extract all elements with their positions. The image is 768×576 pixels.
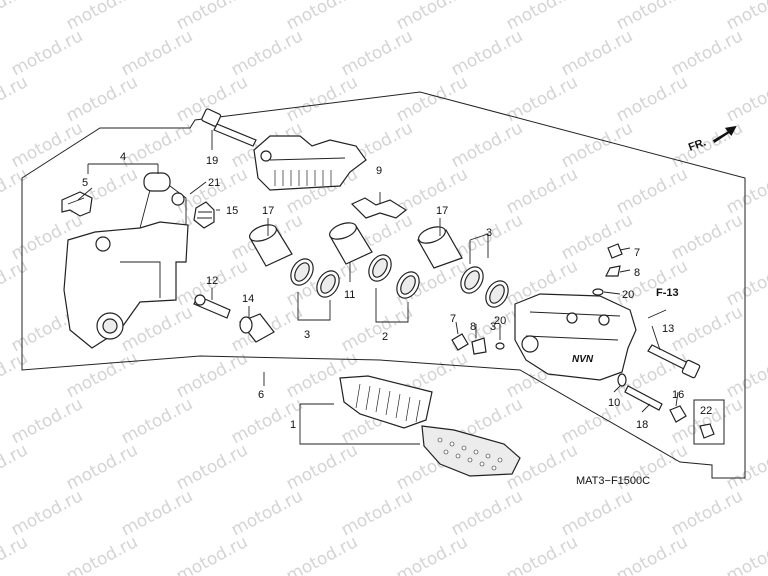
piston-17-right [417,226,463,269]
callout-15: 15 [226,205,238,217]
callout-12: 12 [206,275,218,287]
watermark-text: motod.ru [0,348,31,402]
callout-22: 22 [700,405,712,417]
piston-11 [329,222,373,265]
watermark-text: motod.ru [723,532,768,576]
watermark-text: motod.ru [0,72,31,126]
watermark-text: motod.ru [283,532,361,576]
watermark-text: motod.ru [63,532,141,576]
watermark-text: motod.ru [393,532,471,576]
piston-17-left [249,224,293,267]
callout-1: 1 [290,419,296,431]
watermark-text: motod.ru [0,532,31,576]
brake-pad-upper [339,375,433,429]
caliper-bolt-13 [647,344,701,379]
assembly-boundary [21,91,746,479]
callout-3-right: 3 [486,227,492,239]
caliper-bracket [63,172,189,349]
leader-lines [77,130,679,445]
callout-19: 19 [206,155,218,167]
caliper-body-main: NVN [514,293,637,381]
caliper-emblem: NVN [572,354,594,365]
front-marker-label: FR. [687,136,708,153]
callout-9: 9 [376,165,382,177]
watermark-text: motod.ru [503,532,581,576]
callout-18: 18 [636,419,648,431]
watermark-text: motod.ru [0,256,31,310]
bolt-19 [201,108,257,147]
callout-7-right: 7 [634,247,640,259]
bleeder-group-middle [451,333,505,355]
callout-17-right: 17 [436,205,448,217]
pad-pin-9 [350,197,408,219]
seals-3-right [460,266,509,308]
callout-13: 13 [662,323,674,335]
front-arrow-icon: FR. [687,125,737,154]
callout-16: 16 [672,389,684,401]
callout-17-left: 17 [262,205,274,217]
callout-20-middle: 20 [494,315,506,327]
callout-14: 14 [242,293,254,305]
bleeder-group-right [592,243,623,296]
seals-2 [368,254,420,299]
callout-11: 11 [344,289,355,301]
callout-8-right: 8 [634,267,640,279]
seals-3-left [290,258,340,298]
callout-labels: 4 5 21 19 15 12 14 17 11 9 17 3 2 3 6 1 … [82,151,712,487]
cap-22 [693,399,725,445]
reference-f13: F-13 [656,287,679,299]
callout-3-left: 3 [304,329,310,341]
callout-5: 5 [82,177,88,189]
pad-spring-clip [61,191,93,217]
callout-6: 6 [258,389,264,401]
callout-10: 10 [608,397,620,409]
brake-pad-lower [421,425,521,477]
callout-7-middle: 7 [450,313,456,325]
diagram-code: MAT3−F1500C [576,475,650,487]
o-ring-10 [617,373,627,387]
boot-15 [193,201,215,229]
watermark-text: motod.ru [723,72,768,126]
watermark-text: motod.ru [0,164,31,218]
callout-8-middle: 8 [470,321,476,333]
sleeve-14 [239,313,275,343]
callout-3-middle: 3 [490,321,496,333]
watermark-text: motod.ru [173,532,251,576]
watermark-text: motod.ru [0,440,31,494]
watermark-text: motod.ru [613,532,691,576]
pin-18 [624,385,663,411]
callout-4: 4 [120,151,126,163]
caliper-half-top [253,135,367,191]
callout-2: 2 [382,331,388,343]
pin-12 [193,294,231,319]
callout-20-right: 20 [622,289,634,301]
callout-21: 21 [208,177,220,189]
watermark-text: motod.ru [0,0,31,34]
boot-16 [669,405,687,423]
